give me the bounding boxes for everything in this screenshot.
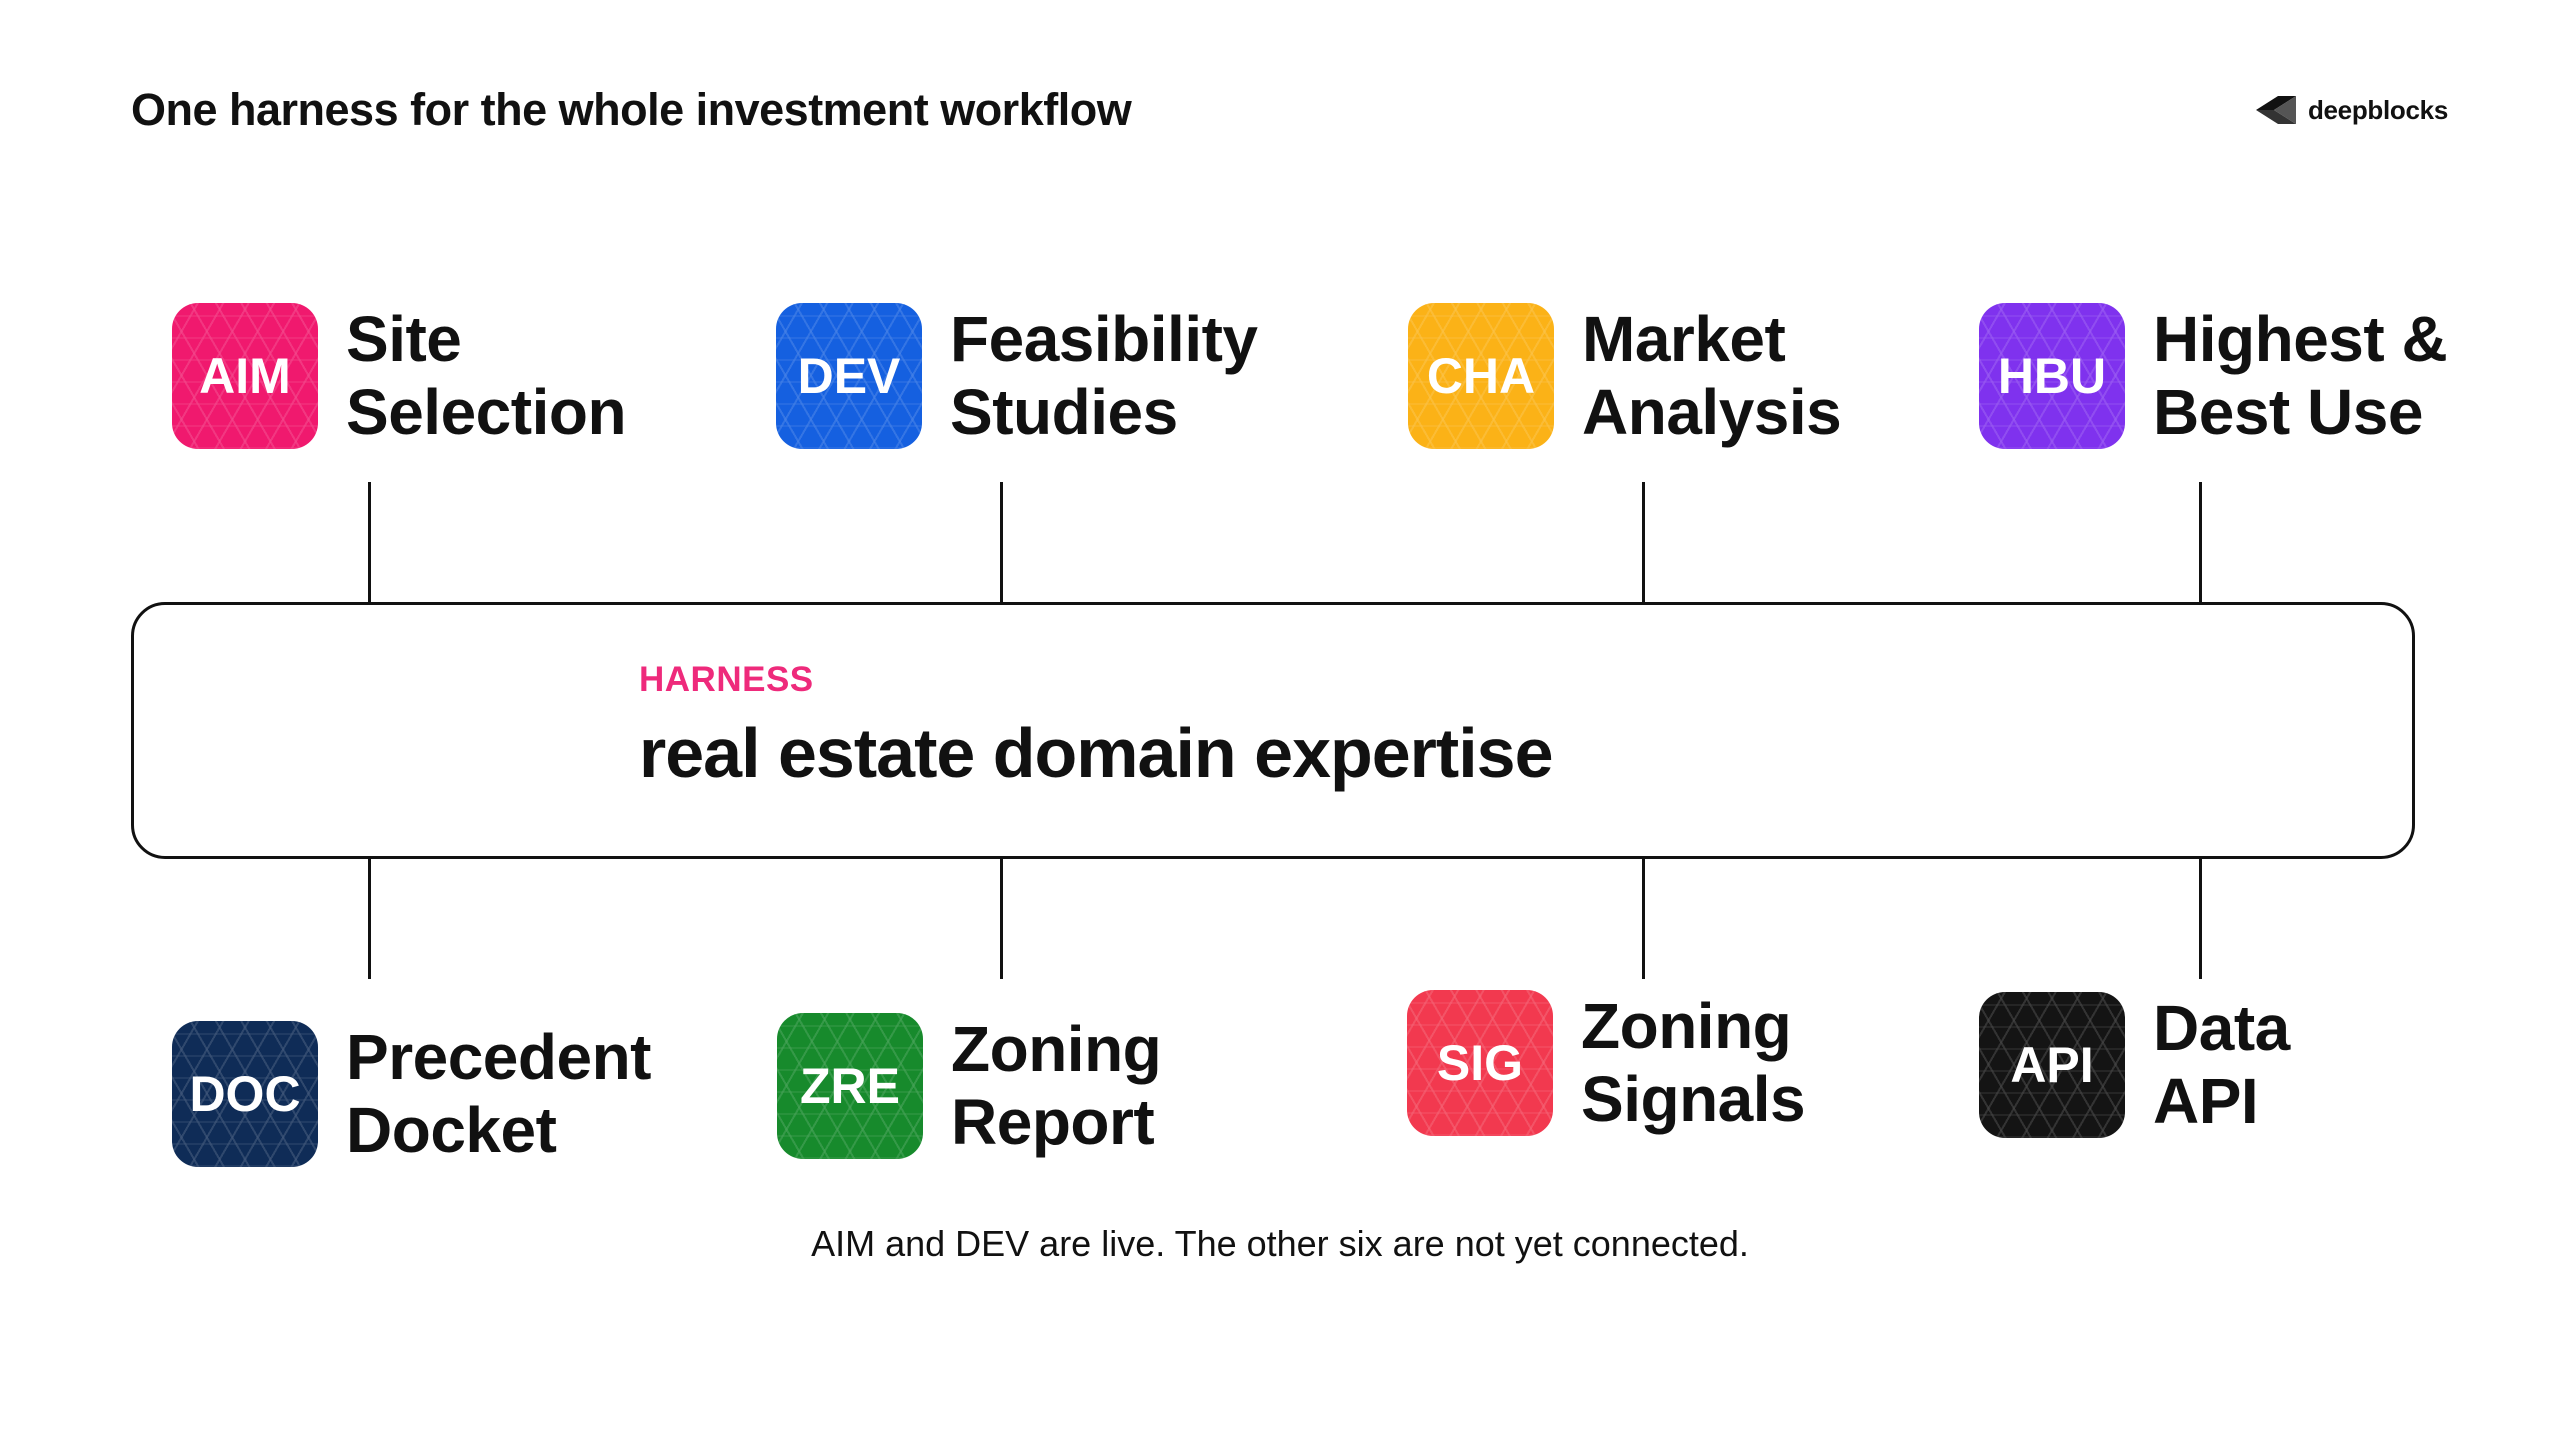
product-label-line: Precedent [346,1021,651,1093]
product-label-line: Data [2153,992,2290,1064]
connector-line [1642,482,1645,602]
app-code: DOC [189,1066,301,1122]
product-label-line: Docket [346,1094,557,1166]
product-label: Feasibility Studies [950,303,1258,449]
doc-app-icon[interactable]: DOC [172,1021,318,1167]
product-site-selection[interactable]: AIM Site Selection [172,303,627,449]
connector-line [1000,482,1003,602]
hbu-app-icon[interactable]: HBU [1979,303,2125,449]
harness-box: HARNESS real estate domain expertise [131,602,2415,859]
dev-app-icon[interactable]: DEV [776,303,922,449]
connector-line [2199,859,2202,979]
product-label-line: Report [951,1086,1155,1158]
deepblocks-logo-icon [2255,96,2296,124]
app-code: ZRE [800,1058,900,1114]
product-zoning-signals[interactable]: SIG Zoning Signals [1407,990,1806,1136]
app-code: HBU [1997,348,2107,404]
connector-line [368,482,371,602]
product-label-line: Site [346,303,462,375]
product-market-analysis[interactable]: CHA Market Analysis [1408,303,1842,449]
product-label-line: API [2153,1065,2259,1137]
connector-line [368,859,371,979]
product-label: Data API [2153,992,2290,1138]
product-label: Zoning Report [951,1013,1162,1159]
product-label-line: Zoning [1581,990,1792,1062]
product-label-line: Market [1582,303,1786,375]
app-code: API [2010,1037,2094,1093]
connector-line [1642,859,1645,979]
sig-app-icon[interactable]: SIG [1407,990,1553,1136]
app-code: SIG [1436,1035,1524,1091]
harness-title: real estate domain expertise [639,714,1554,792]
app-code: DEV [797,348,901,404]
product-feasibility-studies[interactable]: DEV Feasibility Studies [776,303,1258,449]
product-label-line: Analysis [1582,376,1842,448]
product-label-line: Signals [1581,1063,1806,1135]
zre-app-icon[interactable]: ZRE [777,1013,923,1159]
product-data-api[interactable]: API Data API [1979,992,2290,1138]
app-code: CHA [1426,348,1536,404]
product-label-line: Zoning [951,1013,1162,1085]
api-app-icon[interactable]: API [1979,992,2125,1138]
product-label: Precedent Docket [346,1021,651,1167]
footnote: AIM and DEV are live. The other six are … [811,1223,1749,1264]
harness-label: HARNESS [639,660,814,699]
connector-line [2199,482,2202,602]
brand-name: deepblocks [2307,94,2448,125]
product-label: Highest & Best Use [2153,303,2448,449]
app-code: AIM [199,348,291,404]
product-label-line: Best Use [2153,376,2423,448]
product-highest-best-use[interactable]: HBU Highest & Best Use [1979,303,2448,449]
product-zoning-report[interactable]: ZRE Zoning Report [777,1013,1162,1159]
product-label-line: Selection [346,376,627,448]
product-label: Zoning Signals [1581,990,1806,1136]
connector-line [1000,859,1003,979]
cha-app-icon[interactable]: CHA [1408,303,1554,449]
product-label-line: Highest & [2153,303,2448,375]
product-label: Market Analysis [1582,303,1842,449]
brand: deepblocks [2254,92,2448,128]
page-title: One harness for the whole investment wor… [131,84,1132,135]
product-label-line: Studies [950,376,1178,448]
product-label-line: Feasibility [950,303,1258,375]
product-precedent-docket[interactable]: DOC Precedent Docket [172,1021,651,1167]
aim-app-icon[interactable]: AIM [172,303,318,449]
product-label: Site Selection [346,303,627,449]
